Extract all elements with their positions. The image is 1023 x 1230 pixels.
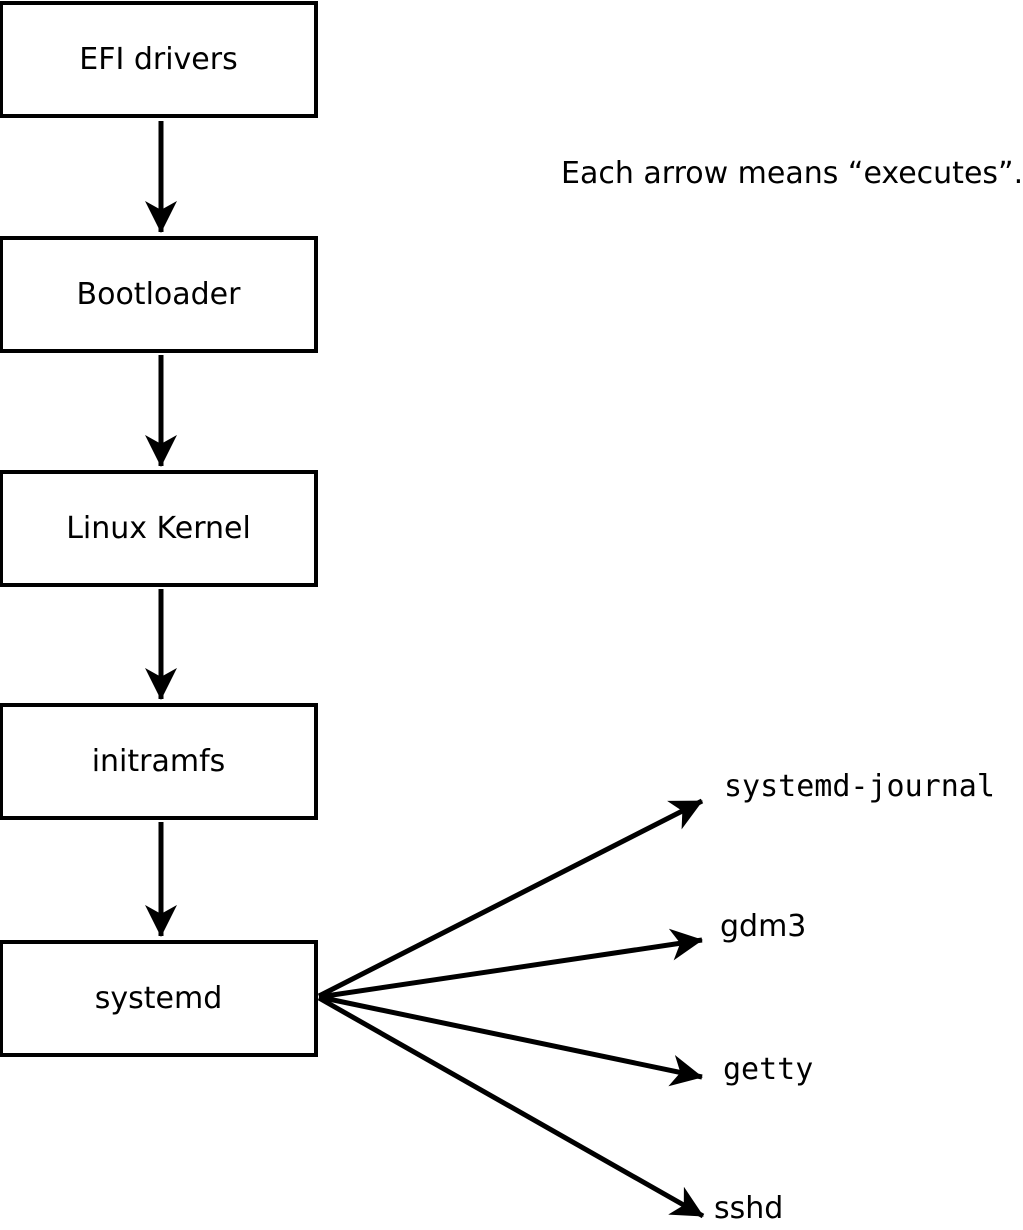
node-linux-kernel-label: Linux Kernel — [66, 510, 251, 546]
label-sshd: sshd — [714, 1191, 784, 1226]
node-systemd: systemd — [0, 940, 318, 1057]
label-gdm3: gdm3 — [720, 909, 807, 944]
node-efi-drivers: EFI drivers — [0, 1, 318, 118]
node-bootloader-label: Bootloader — [76, 276, 241, 312]
label-systemd-journal: systemd-journal — [724, 769, 995, 804]
node-initramfs: initramfs — [0, 703, 318, 820]
node-systemd-label: systemd — [94, 980, 223, 1016]
node-bootloader: Bootloader — [0, 236, 318, 353]
node-efi-drivers-label: EFI drivers — [79, 41, 238, 77]
label-getty: getty — [723, 1052, 814, 1087]
arrow-systemd-to-sshd — [317, 995, 705, 1219]
arrow-group — [144, 121, 705, 1219]
legend-note: Each arrow means “executes”. — [561, 156, 1023, 191]
arrow-systemd-to-journal — [317, 798, 704, 999]
arrow-systemd-to-gdm3 — [318, 928, 703, 1000]
node-linux-kernel: Linux Kernel — [0, 470, 318, 587]
node-initramfs-label: initramfs — [91, 743, 226, 779]
arrow-systemd-to-getty — [318, 994, 703, 1087]
